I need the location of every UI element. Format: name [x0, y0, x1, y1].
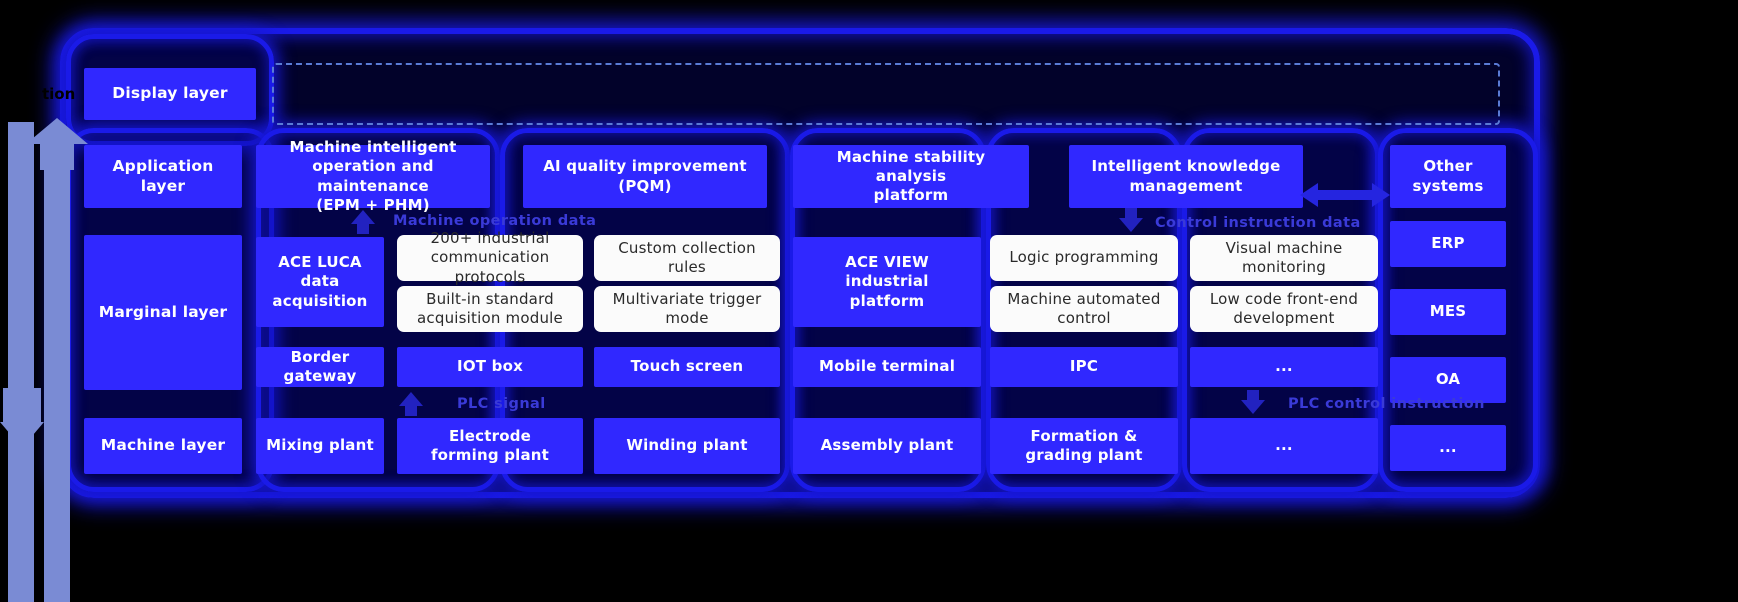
- marginal-visual-machine-monitoring[interactable]: Visual machine monitoring: [1190, 235, 1378, 281]
- device-iot-box[interactable]: IOT box: [397, 347, 583, 387]
- display-layer-dashed-container: [272, 63, 1500, 125]
- layer-application-layer[interactable]: Application layer: [84, 145, 242, 208]
- down-arrow-head-icon: [0, 388, 44, 448]
- machine-formation-grading-plant[interactable]: Formation & grading plant: [990, 418, 1178, 474]
- flow-control-instruction-data: Control instruction data: [1155, 215, 1361, 231]
- up-arrow-shaft: [44, 140, 70, 602]
- app-ai-quality-improvement[interactable]: AI quality improvement (PQM): [523, 145, 767, 208]
- system-oa[interactable]: OA: [1390, 357, 1506, 403]
- marginal-custom-collection-rules[interactable]: Custom collection rules: [594, 235, 780, 281]
- marginal-multivariate-trigger-mode[interactable]: Multivariate trigger mode: [594, 286, 780, 332]
- device-ipc[interactable]: IPC: [990, 347, 1178, 387]
- layer-machine-layer[interactable]: Machine layer: [84, 418, 242, 474]
- device-border-gateway[interactable]: Border gateway: [256, 347, 384, 387]
- device-mobile-terminal[interactable]: Mobile terminal: [793, 347, 981, 387]
- app-intelligent-knowledge-management[interactable]: Intelligent knowledge management: [1069, 145, 1303, 208]
- device-ellipsis[interactable]: ...: [1190, 347, 1378, 387]
- system-mes[interactable]: MES: [1390, 289, 1506, 335]
- app-machine-intelligent-om[interactable]: Machine intelligent operation and mainte…: [256, 138, 490, 214]
- app-machine-stability-analysis[interactable]: Machine stability analysis platform: [793, 145, 1029, 208]
- machine-winding-plant[interactable]: Winding plant: [594, 418, 780, 474]
- up-arrow-head-icon: [26, 118, 88, 170]
- marginal-ace-luca-data-acquisition[interactable]: ACE LUCA data acquisition: [256, 237, 384, 327]
- machine-ellipsis[interactable]: ...: [1190, 418, 1378, 474]
- machine-mixing-plant[interactable]: Mixing plant: [256, 418, 384, 474]
- flow-down-arrow-icon-top: [1119, 208, 1143, 232]
- marginal-ace-view-industrial-platform[interactable]: ACE VIEW industrial platform: [793, 237, 981, 327]
- system-ellipsis[interactable]: ...: [1390, 425, 1506, 471]
- system-erp[interactable]: ERP: [1390, 221, 1506, 267]
- flow-down-arrow-icon-bottom: [1241, 390, 1265, 414]
- marginal-logic-programming[interactable]: Logic programming: [990, 235, 1178, 281]
- marginal-machine-automated-control[interactable]: Machine automated control: [990, 286, 1178, 332]
- device-touch-screen[interactable]: Touch screen: [594, 347, 780, 387]
- flow-up-arrow-icon-top: [351, 210, 375, 234]
- marginal-industrial-communication-protocols[interactable]: 200+ industrial communication protocols: [397, 229, 583, 286]
- down-arrow-shaft: [8, 122, 34, 602]
- flow-machine-operation-data: Machine operation data: [393, 213, 597, 229]
- flow-up-arrow-icon-bottom: [399, 392, 423, 416]
- layer-display-layer[interactable]: Display layer: [84, 68, 256, 120]
- marginal-low-code-front-end-development[interactable]: Low code front-end development: [1190, 286, 1378, 332]
- layer-marginal-layer[interactable]: Marginal layer: [84, 235, 242, 390]
- left-partial-text: tion: [42, 85, 76, 103]
- app-other-systems[interactable]: Other systems: [1390, 145, 1506, 208]
- bidirectional-connector-icon: [1300, 183, 1390, 207]
- marginal-built-in-standard-acquisition-module[interactable]: Built-in standard acquisition module: [397, 286, 583, 332]
- machine-assembly-plant[interactable]: Assembly plant: [793, 418, 981, 474]
- flow-plc-signal: PLC signal: [457, 396, 546, 412]
- machine-electrode-forming-plant[interactable]: Electrode forming plant: [397, 418, 583, 474]
